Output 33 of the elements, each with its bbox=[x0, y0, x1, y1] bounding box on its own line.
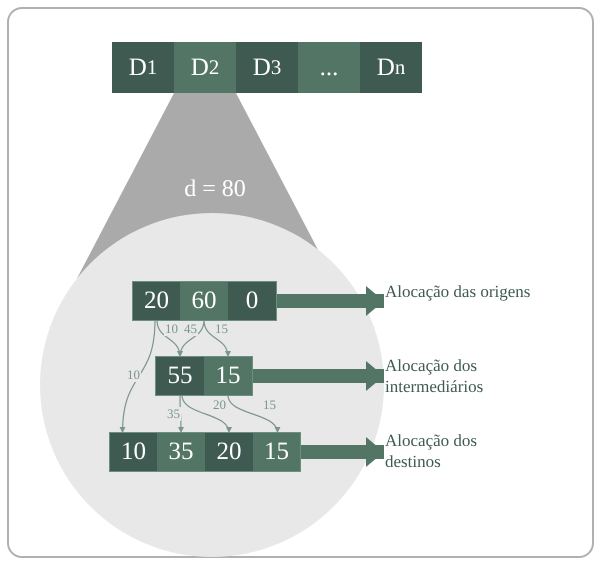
edge-label: 45 bbox=[183, 322, 198, 336]
value-cell: 20 bbox=[133, 282, 180, 320]
edge-label: 35 bbox=[166, 407, 181, 421]
arrow bbox=[181, 394, 231, 434]
value-cell: 10 bbox=[110, 433, 157, 471]
arrow bbox=[120, 320, 156, 434]
edge-label: 15 bbox=[262, 398, 277, 412]
arrow bbox=[253, 361, 384, 391]
value-cell: 15 bbox=[253, 433, 300, 471]
arrow bbox=[277, 286, 384, 316]
zoom-label: d = 80 bbox=[183, 176, 247, 203]
arrow bbox=[227, 394, 280, 434]
cell-row bbox=[110, 433, 300, 471]
cell-row bbox=[156, 357, 252, 395]
arrow bbox=[203, 320, 230, 358]
edge-label: 15 bbox=[214, 322, 229, 336]
edge-label: 10 bbox=[164, 322, 179, 336]
arrow bbox=[301, 437, 384, 467]
edge-label: 20 bbox=[212, 398, 227, 412]
value-cell: 60 bbox=[180, 282, 228, 320]
stage-label: Alocação dos intermediários bbox=[385, 355, 535, 397]
arrow bbox=[178, 395, 184, 433]
stage-label: Alocação das origens bbox=[385, 281, 535, 323]
data-cell: ... bbox=[298, 42, 360, 93]
value-cell: 55 bbox=[156, 357, 204, 395]
cell-row bbox=[133, 282, 276, 320]
arrow bbox=[178, 320, 205, 358]
edge-label: 10 bbox=[126, 368, 141, 382]
value-cell: 20 bbox=[205, 433, 253, 471]
value-cell: 15 bbox=[204, 357, 252, 395]
stage-label: Alocação dos destinos bbox=[385, 430, 535, 472]
value-cell: 35 bbox=[157, 433, 205, 471]
value-cell: 0 bbox=[228, 282, 276, 320]
